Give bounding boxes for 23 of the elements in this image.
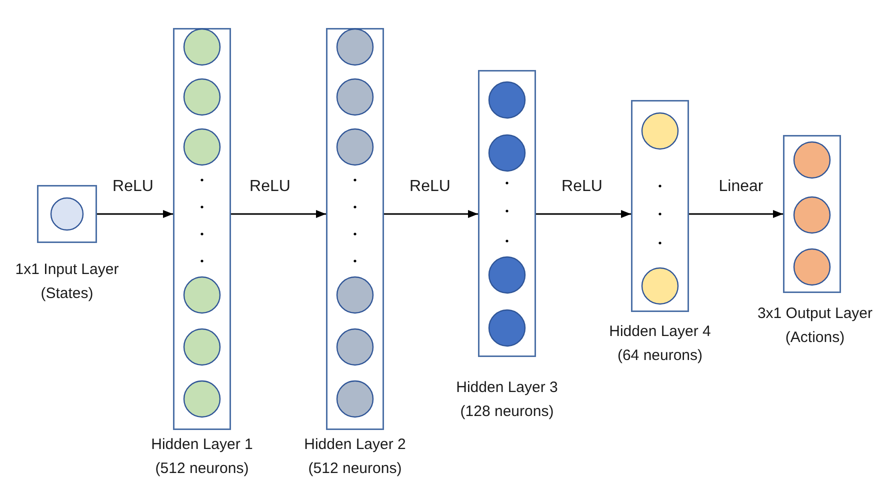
layer-caption: (64 neurons) (617, 346, 703, 366)
layer-caption: (States) (40, 284, 94, 304)
layer-caption: (512 neurons) (155, 459, 249, 479)
layer-caption: Hidden Layer 4 (609, 322, 711, 342)
layer-caption: (512 neurons) (308, 459, 402, 479)
layer-caption: (128 neurons) (460, 402, 554, 422)
layer-box (631, 100, 689, 312)
layer-caption: (Actions) (785, 328, 845, 348)
layer-caption: Hidden Layer 2 (304, 435, 406, 455)
arrow (384, 210, 478, 218)
layer-caption: Hidden Layer 1 (151, 435, 253, 455)
layer-caption: 1x1 Input Layer (15, 260, 119, 280)
layer-box (173, 28, 231, 430)
layer-box (37, 185, 97, 243)
layer-box (783, 135, 841, 293)
layer-caption: 3x1 Output Layer (757, 304, 873, 324)
arrow (97, 210, 173, 218)
arrow (689, 210, 783, 218)
layer-caption: Hidden Layer 3 (456, 378, 558, 398)
arrow (536, 210, 631, 218)
layer-box (326, 28, 384, 430)
arrow (231, 210, 326, 218)
layer-box (478, 70, 536, 357)
